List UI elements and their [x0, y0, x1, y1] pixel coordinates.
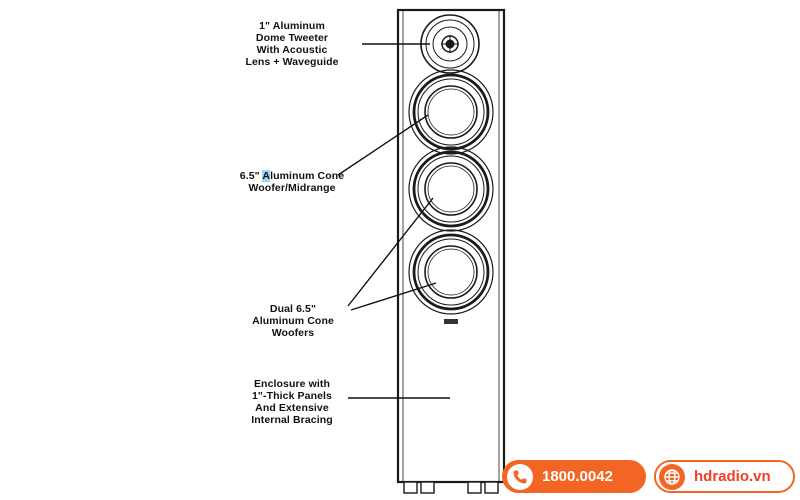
speaker-cabinet [396, 8, 506, 484]
midrange-line-2: Woofer/Midrange [248, 182, 336, 194]
enclosure-line-1: Enclosure with [253, 378, 331, 390]
speaker-feet [403, 481, 499, 494]
website-button[interactable]: hdradio.vn [654, 460, 795, 493]
woofer-lower [408, 229, 494, 315]
phone-number: 1800.0042 [542, 468, 613, 485]
woofer-middle [408, 146, 494, 232]
woofers-line-3: Woofers [271, 327, 315, 339]
leader-lines [337, 43, 450, 399]
enclosure-line-2: 1"-Thick Panels [251, 390, 332, 402]
enclosure-line-3: And Extensive [255, 402, 329, 414]
website-url: hdradio.vn [694, 468, 771, 485]
tweeter-line-2: Dome Tweeter [255, 32, 329, 44]
phone-button[interactable]: 1800.0042 [502, 460, 646, 493]
leader-woofer-1 [347, 197, 434, 307]
woofers-callout: Dual 6.5" Aluminum Cone Woofers [238, 303, 348, 339]
midrange-line-1-pre: 6.5" [239, 170, 263, 182]
tweeter-callout: 1" Aluminum Dome Tweeter With Acoustic L… [232, 20, 352, 68]
midrange-highlight: A [262, 170, 271, 182]
midrange-line-1-post: luminum Cone [270, 170, 345, 182]
woofers-line-2: Aluminum Cone [252, 315, 334, 327]
phone-icon [507, 463, 533, 490]
midrange-callout: 6.5" Aluminum Cone Woofer/Midrange [232, 170, 352, 194]
globe-icon [659, 463, 685, 490]
midrange-line-1: 6.5" Aluminum Cone [232, 170, 352, 182]
enclosure-line-4: Internal Bracing [251, 414, 333, 426]
tweeter-line-1: 1" Aluminum [259, 20, 325, 32]
enclosure-callout: Enclosure with 1"-Thick Panels And Exten… [232, 378, 352, 426]
leader-woofer-2 [350, 282, 437, 311]
brand-badge [444, 319, 458, 324]
leader-midrange [337, 114, 429, 176]
tweeter-unit [420, 14, 480, 74]
tweeter-line-4: Lens + Waveguide [245, 56, 339, 68]
woofer-upper [408, 69, 494, 155]
tweeter-line-3: With Acoustic [256, 44, 328, 56]
woofers-line-1: Dual 6.5" [269, 303, 317, 315]
